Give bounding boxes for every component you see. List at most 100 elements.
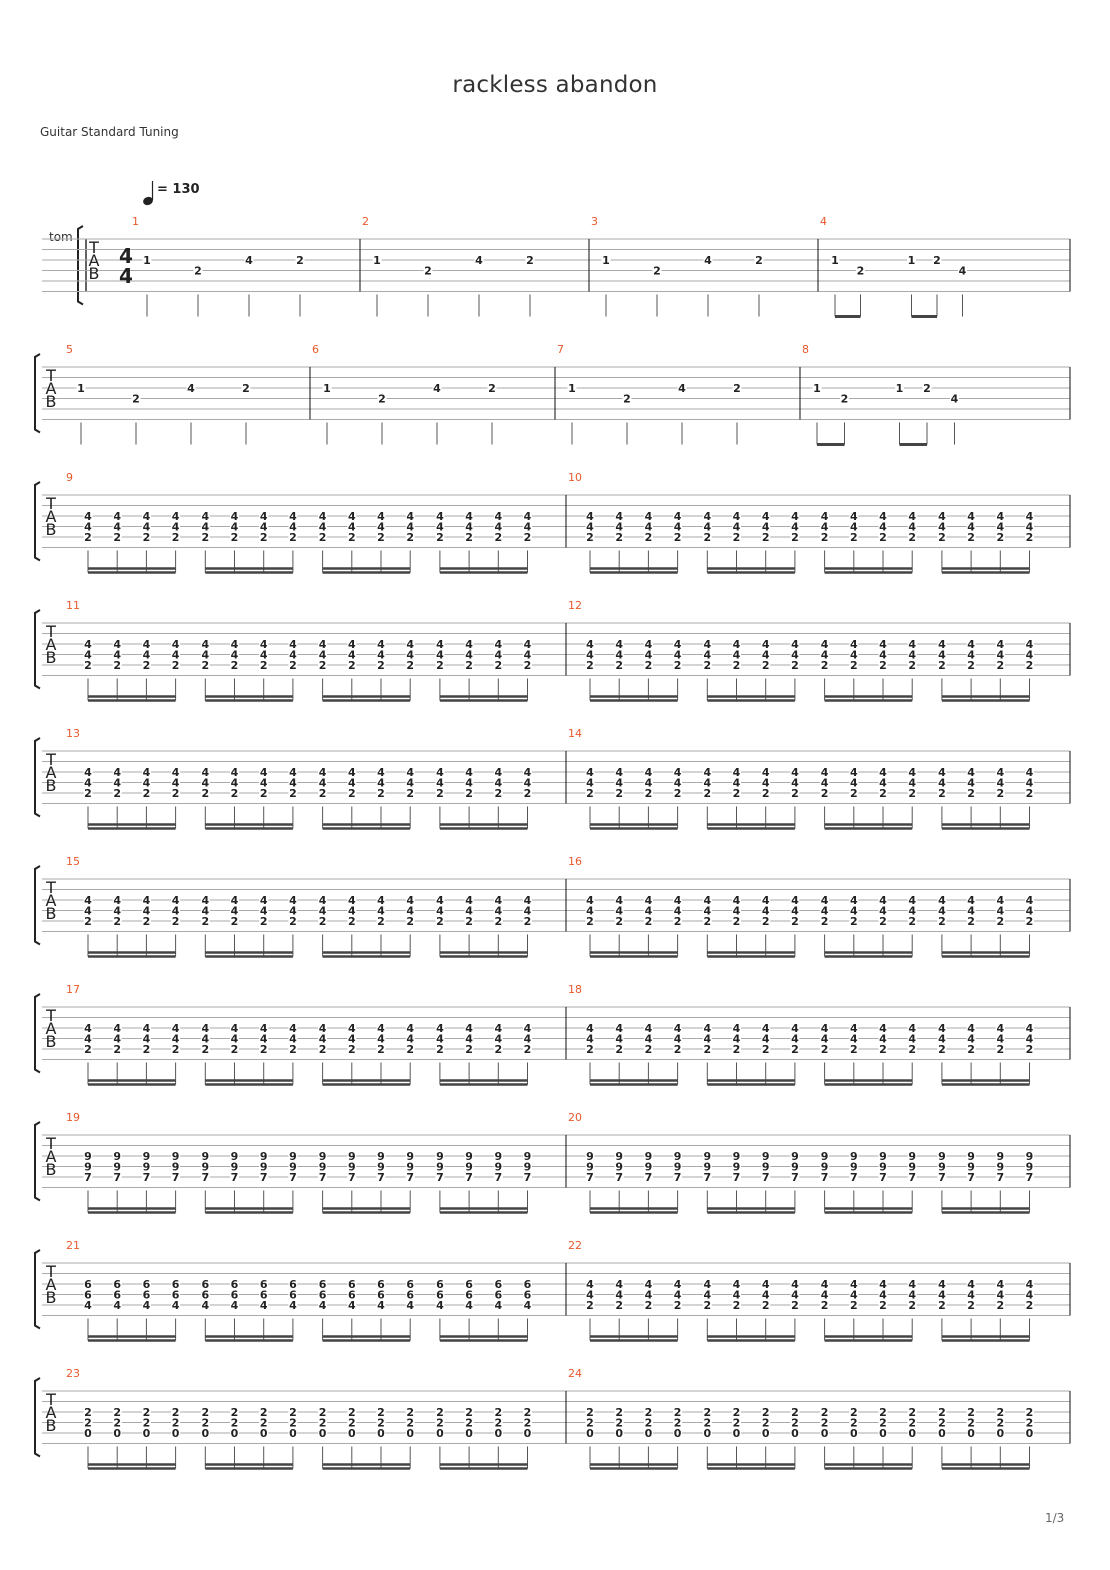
fret-mask [878,1160,888,1172]
fret-mask [318,894,328,905]
fret-number: 2 [524,1417,532,1430]
fret-mask [614,638,624,649]
fret-number: 2 [586,1043,594,1056]
system-bracket [77,225,84,306]
fret-number: 4 [231,766,239,779]
fret-mask [849,1427,859,1438]
fret-number: 4 [908,521,916,534]
fret-mask [790,787,800,798]
fret-number: 2 [84,659,92,672]
fret-mask [259,638,269,649]
fret-number: 4 [951,393,959,406]
fret-number: 2 [762,1299,770,1312]
fret-mask [405,648,415,660]
tab-clef-letter: A [46,1019,57,1038]
fret-number: 2 [1026,1417,1034,1430]
fret-number: 4 [821,766,829,779]
fret-number: 4 [524,894,532,907]
fret-number: 4 [996,1033,1004,1046]
fret-number: 9 [938,1150,946,1163]
fret-mask [878,1150,888,1161]
fret-number: 2 [841,393,849,406]
fret-number: 7 [494,1171,502,1184]
fret-mask [347,659,357,670]
fret-number: 4 [348,638,356,651]
fret-mask [112,1022,122,1033]
fret-number: 2 [494,787,502,800]
fret-number: 2 [908,1043,916,1056]
fret-number: 4 [879,1278,887,1291]
fret-mask [849,659,859,670]
fret-mask [732,904,741,916]
fret-mask [907,531,917,542]
fret-mask [585,1043,595,1054]
fret-mask [761,1043,771,1054]
fret-number: 2 [850,1417,858,1430]
fret-mask [849,520,859,532]
fret-number: 2 [908,1406,916,1419]
fret-mask [259,1416,269,1428]
fret-number: 4 [586,894,594,907]
fret-mask [761,1032,771,1044]
fret-mask [318,1022,328,1033]
fret-mask [820,1043,830,1054]
fret-mask [1025,659,1034,670]
fret-mask [614,1022,624,1033]
fret-number: 4 [674,1022,682,1035]
fret-number: 4 [674,521,682,534]
fret-mask [435,659,445,670]
fret-number: 9 [494,1161,502,1174]
fret-number: 2 [733,382,741,395]
fret-mask [820,1427,830,1438]
fret-number: 0 [201,1427,209,1440]
fret-mask [790,1022,800,1033]
fret-mask [643,520,653,532]
measure-number: 22 [568,1239,582,1252]
fret-number: 7 [289,1171,297,1184]
fret-number: 6 [406,1278,414,1291]
fret-mask [907,254,916,265]
fret-number: 9 [586,1161,594,1174]
fret-number: 2 [762,1406,770,1419]
fret-mask [464,1416,474,1428]
fret-number: 4 [821,1289,829,1302]
fret-number: 4 [172,1299,180,1312]
fret-number: 2 [436,1406,444,1419]
fret-mask [878,520,888,532]
fret-mask [643,1043,653,1054]
fret-mask [376,1278,386,1289]
fret-mask [171,1160,181,1172]
fret-number: 2 [260,531,268,544]
fret-number: 2 [406,1406,414,1419]
fret-mask [673,1171,683,1182]
measure-number: 6 [312,343,319,356]
fret-mask [614,1171,624,1182]
fret-number: 2 [194,265,202,278]
fret-mask [83,638,93,649]
fret-number: 4 [733,1289,741,1302]
fret-mask [1025,638,1034,649]
fret-mask [840,392,849,404]
fret-mask [849,1150,859,1161]
fret-number: 4 [172,905,180,918]
fret-mask [288,648,298,660]
fret-mask [200,531,210,542]
tab-clef-letter: B [46,648,57,667]
fret-number: 4 [645,521,653,534]
fret-mask [907,1171,917,1182]
fret-mask [171,638,181,649]
fret-mask [643,1299,653,1310]
fret-mask [435,510,445,521]
fret-mask [761,776,771,788]
fret-mask [435,1150,445,1161]
fret-mask [288,766,298,777]
fret-number: 4 [406,766,414,779]
fret-number: 2 [289,787,297,800]
fret-number: 4 [1026,1289,1034,1302]
fret-number: 4 [645,1033,653,1046]
fret-mask [702,776,712,788]
fret-mask [464,638,474,649]
fret-mask [790,776,800,788]
fret-number: 2 [850,1043,858,1056]
fret-number: 2 [821,787,829,800]
